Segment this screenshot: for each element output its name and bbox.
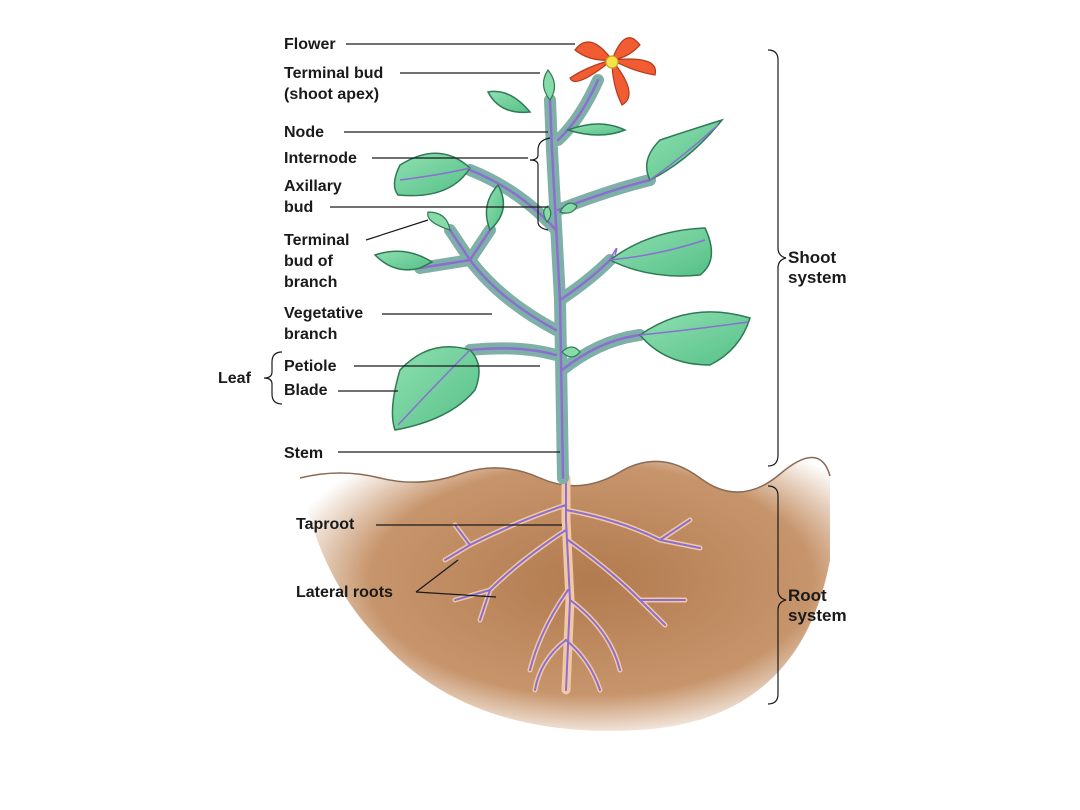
label-axillary-bud-line1: Axillary	[284, 178, 342, 195]
leader-lines	[330, 43, 575, 598]
terminal-bud-shape	[542, 68, 556, 102]
flower-drawing	[569, 37, 657, 106]
label-internode: Internode	[284, 150, 357, 167]
internode-brace	[529, 137, 551, 231]
label-stem: Stem	[284, 445, 324, 462]
label-axillary-bud-line2: bud	[284, 199, 314, 216]
buds	[427, 68, 581, 358]
label-shoot-line1: Shoot	[788, 248, 837, 267]
label-shoot-system: Shoot system	[788, 248, 847, 288]
axillary-bud-shape	[559, 202, 578, 214]
leaf-left-blade	[391, 346, 480, 431]
leaf-upper-right	[645, 118, 725, 182]
label-terminal-bud-line1: Terminal bud	[284, 65, 384, 82]
axillary-bud-shape-3	[543, 205, 552, 224]
leaf-brace	[263, 351, 283, 405]
leaf-upper-left	[393, 152, 471, 197]
shoot-system-brace	[767, 49, 787, 467]
stem-drawing	[414, 74, 656, 484]
label-root-system: Root system	[788, 586, 847, 626]
leaf-top-right-small	[565, 123, 627, 136]
label-node: Node	[284, 124, 324, 141]
label-blade: Blade	[284, 382, 328, 399]
leaf-top-left-small	[486, 90, 532, 114]
label-axillary-bud: Axillary bud	[284, 176, 342, 218]
label-vb-line2: branch	[284, 326, 338, 343]
leaf-branch-left	[373, 250, 434, 271]
leaf-veins	[397, 124, 749, 426]
label-root-line2: system	[788, 606, 847, 625]
label-root-line1: Root	[788, 586, 827, 605]
leaf-right-lower	[638, 311, 751, 366]
label-tbb-line3: branch	[284, 274, 338, 291]
label-petiole: Petiole	[284, 358, 337, 375]
label-tbb-line1: Terminal	[284, 232, 350, 249]
label-vegetative-branch: Vegetative branch	[284, 303, 363, 345]
label-tbb-line2: bud of	[284, 253, 333, 270]
label-vb-line1: Vegetative	[284, 305, 364, 322]
label-terminal-bud-line2: (shoot apex)	[284, 86, 380, 103]
label-flower: Flower	[284, 36, 336, 53]
label-lateral-roots: Lateral roots	[296, 584, 393, 601]
root-system-drawing	[442, 473, 703, 695]
label-leaf: Leaf	[218, 370, 251, 387]
terminal-bud-branch-shape	[427, 211, 451, 231]
root-system-brace	[767, 485, 787, 705]
label-taproot: Taproot	[296, 516, 355, 533]
label-terminal-bud-of-branch: Terminal bud of branch	[284, 230, 350, 293]
axillary-bud-shape-2	[561, 346, 581, 358]
label-terminal-bud: Terminal bud (shoot apex)	[284, 63, 383, 105]
label-shoot-line2: system	[788, 268, 847, 287]
